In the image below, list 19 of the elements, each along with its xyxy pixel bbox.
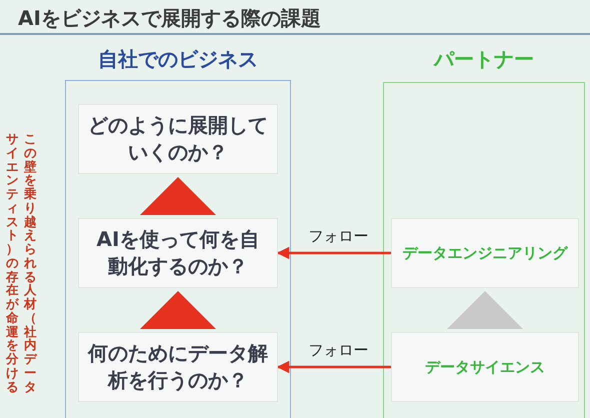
chevron-arrow <box>140 291 216 329</box>
vertical-note: サイエンティスト）の存在が命運を分ける <box>6 132 18 394</box>
text-box <box>78 218 278 288</box>
box-text: AIを使って何を自動化するのか？ <box>96 226 260 280</box>
text-box <box>78 332 278 402</box>
column-heading: パートナー <box>434 46 534 73</box>
chevron-arrow <box>140 177 216 215</box>
text-box <box>391 332 579 402</box>
box-text: データエンジニアリング <box>402 242 568 264</box>
box-text: 何のためにデータ解析を行うのか？ <box>87 340 269 394</box>
text-box <box>391 218 579 288</box>
chevron-arrow <box>447 291 523 329</box>
arrow <box>276 246 391 260</box>
vertical-note: この壁を乗り越えられる人材（社内データ <box>24 132 36 394</box>
box-text: どのように展開していくのか？ <box>87 112 269 166</box>
column-heading: 自社でのビジネス <box>98 46 258 73</box>
slide-title: AIをビジネスで展開する際の課題 <box>18 5 321 32</box>
arrow <box>276 360 391 374</box>
box-text: データサイエンス <box>425 356 545 378</box>
